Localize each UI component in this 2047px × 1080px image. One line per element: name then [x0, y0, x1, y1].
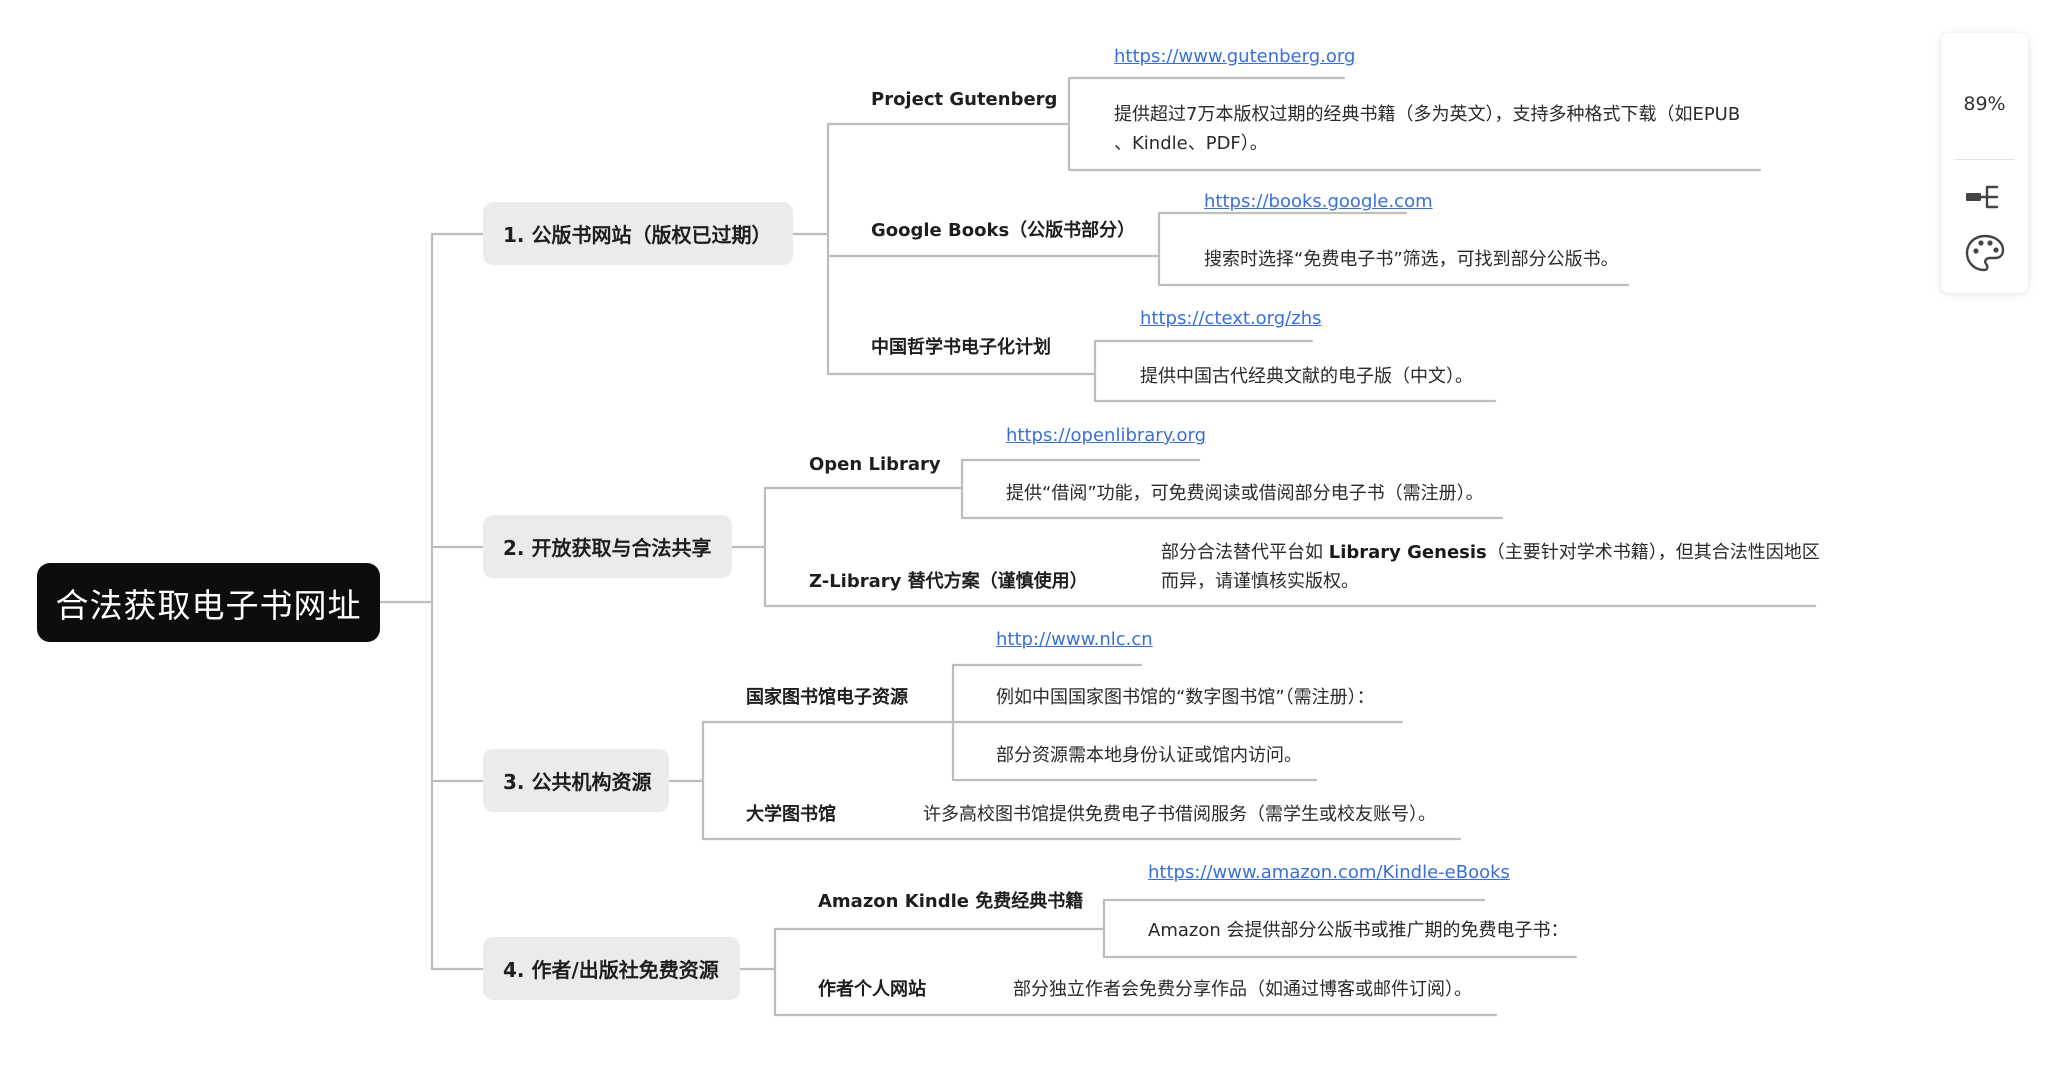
- library-genesis-name: Library Genesis: [1328, 542, 1487, 563]
- note-nlc-line2: 部分资源需本地身份认证或馆内访问。: [996, 745, 1302, 766]
- topic-zlibrary-alternatives[interactable]: Z-Library 替代方案（谨慎使用）: [809, 571, 1088, 592]
- branch-public-institutions[interactable]: 3. 公共机构资源: [483, 749, 669, 812]
- note-zlibrary-line2: 而异，请谨慎核实版权。: [1161, 571, 1359, 592]
- topic-ctext[interactable]: 中国哲学书电子化计划: [871, 337, 1051, 358]
- topic-national-library[interactable]: 国家图书馆电子资源: [746, 687, 908, 708]
- link-open-library[interactable]: https://openlibrary.org: [1006, 425, 1207, 446]
- outline-structure-icon[interactable]: [1963, 175, 2007, 219]
- branch-author-publisher[interactable]: 4. 作者/出版社免费资源: [483, 937, 740, 1000]
- note-gutenberg-line1: 提供超过7万本版权过期的经典书籍（多为英文），支持多种格式下载（如EPUB: [1114, 104, 1741, 125]
- note-gutenberg-line2: 、Kindle、PDF）。: [1114, 133, 1268, 154]
- note-open-library: 提供“借阅”功能，可免费阅读或借阅部分电子书（需注册）。: [1006, 483, 1484, 504]
- link-ctext[interactable]: https://ctext.org/zhs: [1140, 308, 1322, 329]
- note-google-books: 搜索时选择“免费电子书”筛选，可找到部分公版书。: [1204, 249, 1619, 270]
- topic-university-library[interactable]: 大学图书馆: [746, 804, 836, 825]
- link-amazon[interactable]: https://www.amazon.com/Kindle-eBooks: [1148, 862, 1510, 883]
- note-amazon: Amazon 会提供部分公版书或推广期的免费电子书：: [1148, 920, 1569, 941]
- topic-amazon-kindle[interactable]: Amazon Kindle 免费经典书籍: [818, 891, 1084, 912]
- link-nlc[interactable]: http://www.nlc.cn: [996, 629, 1153, 650]
- branch-open-access[interactable]: 2. 开放获取与合法共享: [483, 515, 732, 578]
- link-gutenberg[interactable]: https://www.gutenberg.org: [1114, 46, 1356, 67]
- link-google-books[interactable]: https://books.google.com: [1204, 191, 1433, 212]
- topic-author-website[interactable]: 作者个人网站: [818, 979, 926, 1000]
- right-toolbar: 89%: [1941, 33, 2028, 293]
- zoom-level[interactable]: 89%: [1963, 93, 2006, 115]
- note-author-website: 部分独立作者会免费分享作品（如通过博客或邮件订阅）。: [1013, 979, 1472, 1000]
- topic-project-gutenberg[interactable]: Project Gutenberg: [871, 89, 1058, 110]
- topic-open-library[interactable]: Open Library: [809, 454, 941, 475]
- branch-public-domain[interactable]: 1. 公版书网站（版权已过期）: [483, 202, 793, 265]
- note-university-library: 许多高校图书馆提供免费电子书借阅服务（需学生或校友账号）。: [923, 804, 1436, 825]
- root-topic[interactable]: 合法获取电子书网址: [37, 563, 380, 642]
- note-zlibrary-line1: 部分合法替代平台如 Library Genesis（主要针对学术书籍），但其合法…: [1161, 542, 1820, 563]
- note-nlc-line1: 例如中国国家图书馆的“数字图书馆”（需注册）：: [996, 687, 1375, 708]
- topic-google-books[interactable]: Google Books（公版书部分）: [871, 220, 1136, 241]
- palette-icon[interactable]: [1963, 231, 2007, 275]
- toolbar-divider: [1955, 159, 2014, 160]
- note-ctext: 提供中国古代经典文献的电子版（中文）。: [1140, 366, 1473, 387]
